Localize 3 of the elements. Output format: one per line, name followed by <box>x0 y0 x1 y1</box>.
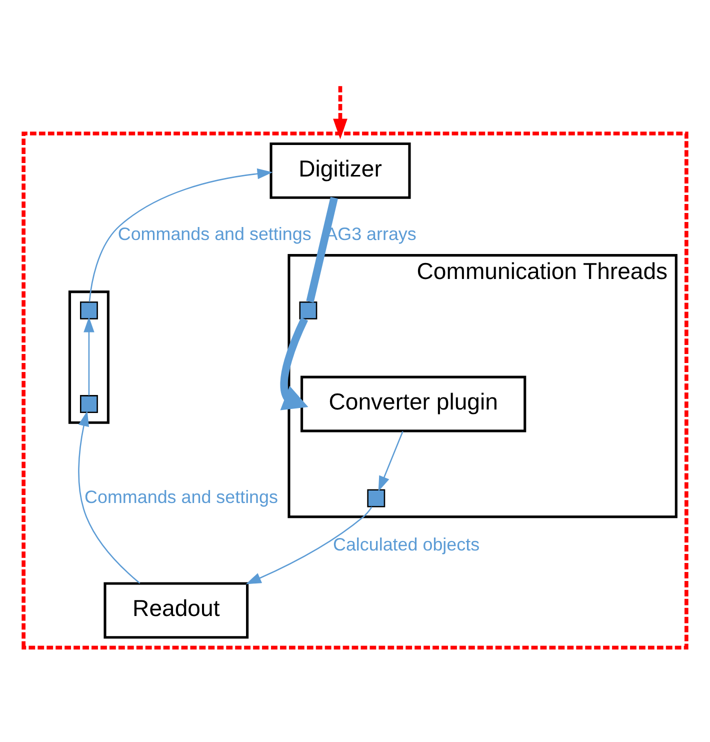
edge-label: Calculated objects <box>332 534 480 554</box>
edge-label: Commands and settings <box>118 224 312 244</box>
edge-label: Commands and settings <box>84 486 278 506</box>
